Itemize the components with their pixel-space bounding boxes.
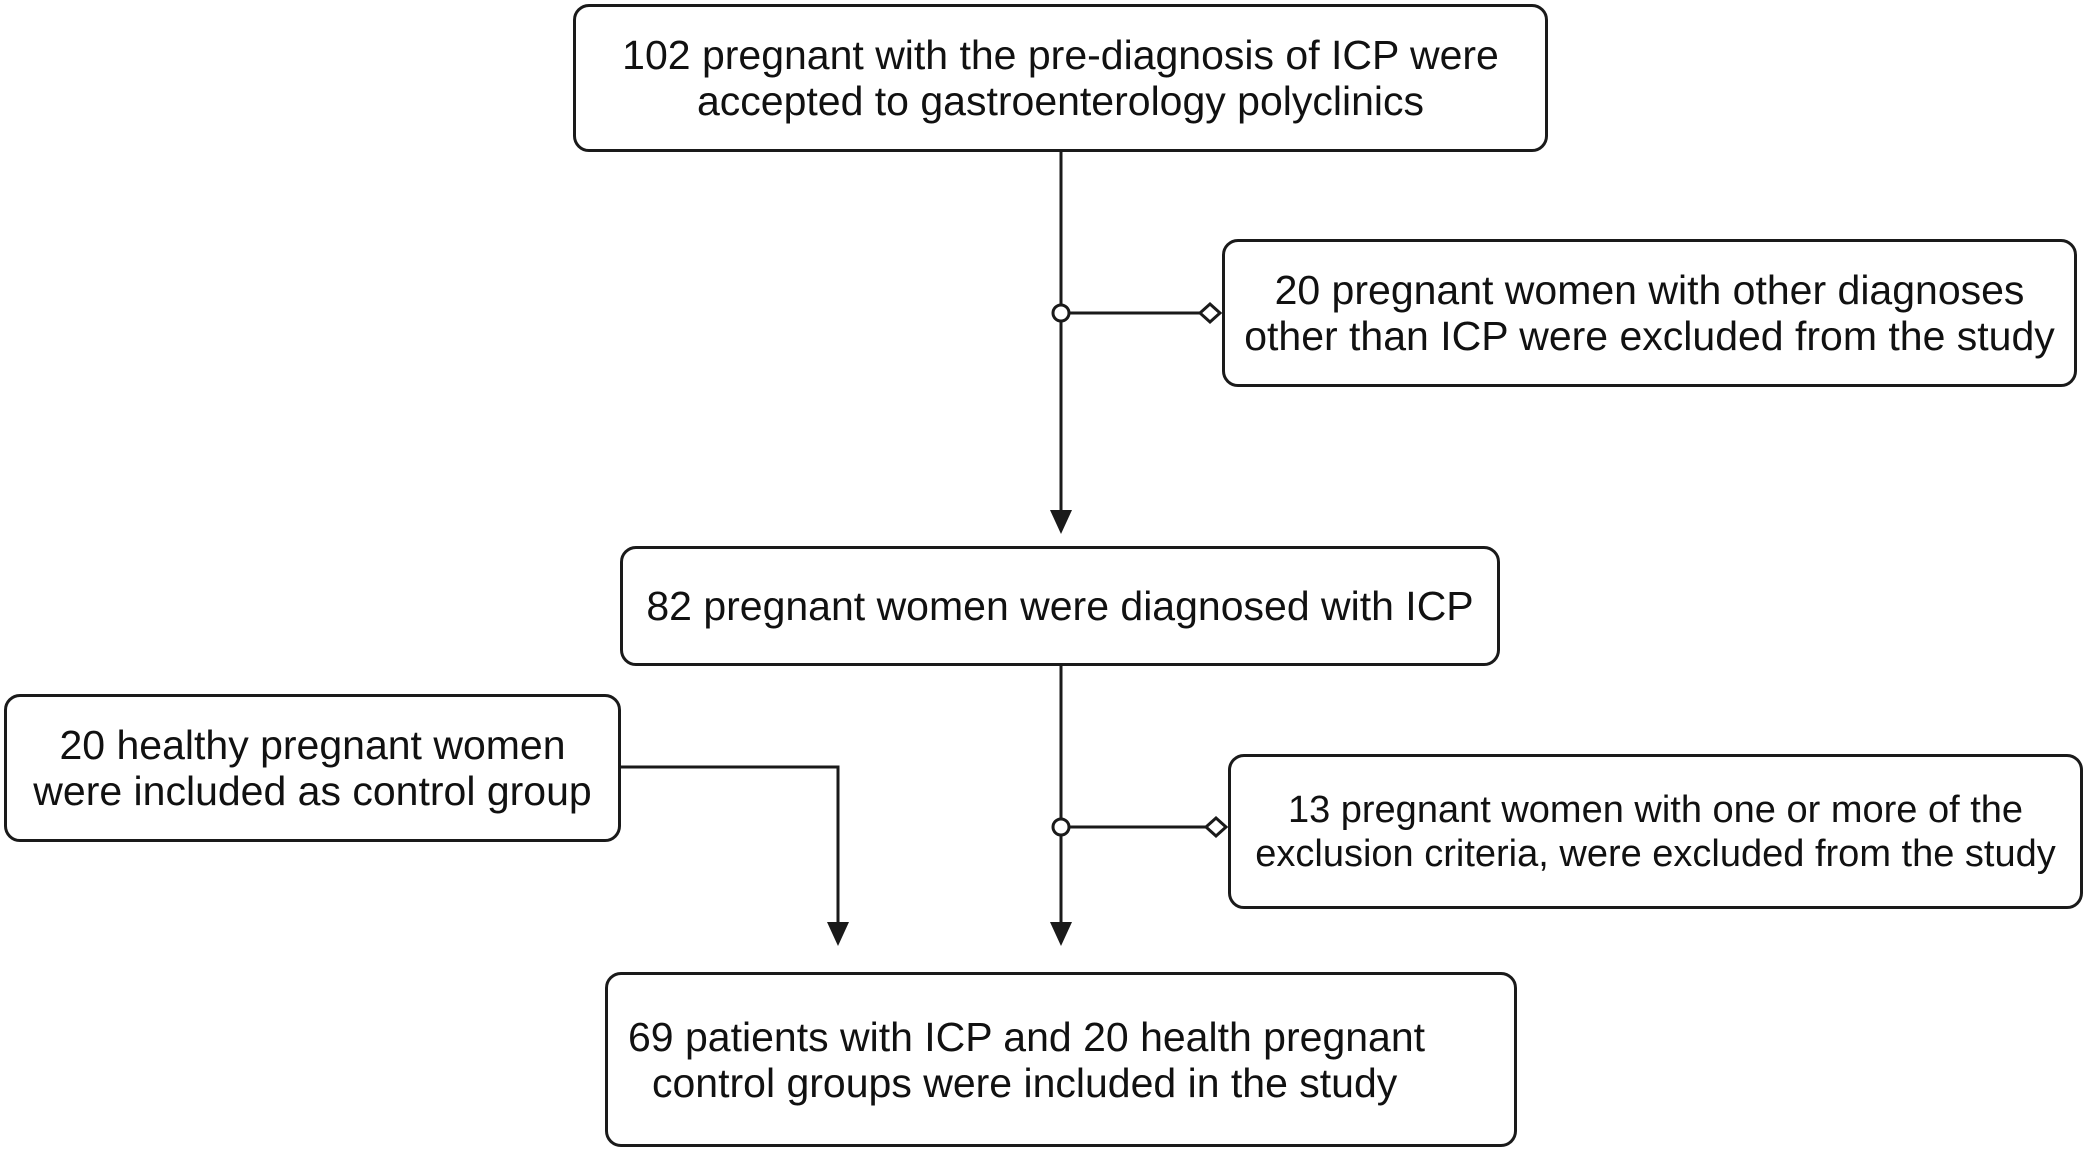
- box-initial-line2: accepted to gastroenterology polyclinics: [696, 78, 1425, 124]
- box-excluded-other-diagnoses: 20 pregnant women with other diagnoses o…: [1222, 239, 2077, 387]
- box-initial-pregnant: 102 pregnant with the pre-diagnosis of I…: [573, 4, 1548, 152]
- box-excluded-other-line1: 20 pregnant women with other diagnoses: [1274, 267, 2025, 313]
- box-final-included: 69 patients with ICP and 20 health pregn…: [605, 972, 1517, 1147]
- box-excluded-criteria: 13 pregnant women with one or more of th…: [1228, 754, 2083, 909]
- box-excluded-other-line2: other than ICP were excluded from the st…: [1244, 313, 2055, 359]
- arrowhead-to-diagnosed: [1050, 510, 1072, 534]
- box-excluded-criteria-line1: 13 pregnant women with one or more of th…: [1287, 788, 2024, 831]
- box-control-line2: were included as control group: [33, 768, 592, 814]
- box-control-group: 20 healthy pregnant women were included …: [4, 694, 621, 842]
- diamond-end-2: [1203, 815, 1229, 839]
- arrowhead-to-final-main: [1050, 922, 1072, 946]
- box-final-line2: control groups were included in the stud…: [652, 1059, 1398, 1106]
- box-final-line1: 69 patients with ICP and 20 health pregn…: [628, 1013, 1426, 1060]
- box-diagnosed-line1: 82 pregnant women were diagnosed with IC…: [646, 583, 1474, 629]
- box-diagnosed-icp: 82 pregnant women were diagnosed with IC…: [620, 546, 1500, 666]
- branch-node-2: [1051, 817, 1071, 837]
- diamond-end-1: [1197, 301, 1223, 325]
- connector-control-to-final: [621, 765, 840, 924]
- box-control-line1: 20 healthy pregnant women: [59, 722, 566, 768]
- box-excluded-criteria-line2: exclusion criteria, were excluded from t…: [1255, 832, 2056, 875]
- branch-node-1: [1051, 303, 1071, 323]
- box-initial-line1: 102 pregnant with the pre-diagnosis of I…: [622, 32, 1499, 78]
- arrowhead-to-final-control: [827, 922, 849, 946]
